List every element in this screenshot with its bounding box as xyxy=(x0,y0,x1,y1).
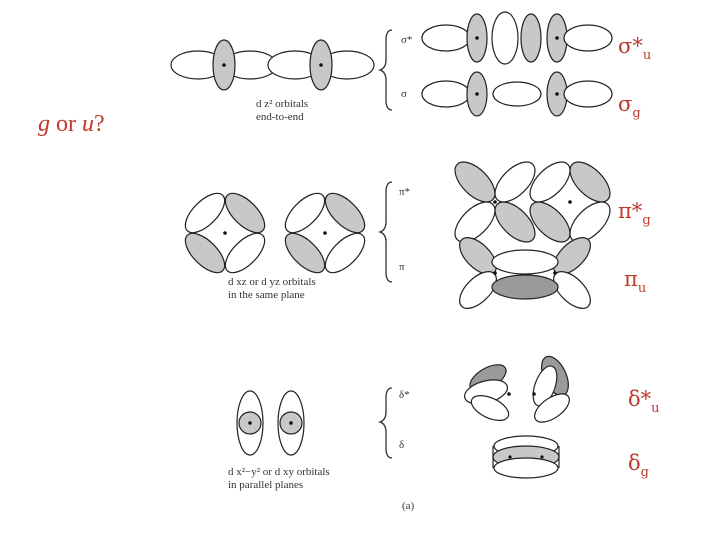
question-or: or xyxy=(50,111,82,137)
row2-caption-line2: in the same plane xyxy=(228,289,305,301)
row2-brace xyxy=(377,181,393,283)
row3-caption-line1: d x²−y² or d xy orbitals xyxy=(228,466,330,478)
sigma-star-u-label: σ*u xyxy=(618,34,651,63)
dxz-orbital-left xyxy=(184,192,266,274)
row1-antibonding-label: σ* xyxy=(401,34,412,46)
dz2-orbital-left xyxy=(170,39,278,91)
dxy-orbital-left xyxy=(236,390,264,456)
g-or-u-question: g or u? xyxy=(38,111,105,138)
delta-antibonding-orbital xyxy=(463,355,570,423)
row1-brace xyxy=(377,29,393,111)
pi-star-g-label: π*g xyxy=(618,199,651,228)
pi-bonding-orbital xyxy=(459,237,591,309)
delta-g-label: δg xyxy=(628,451,649,480)
row1-caption-line1: d z² orbitals xyxy=(256,98,308,110)
question-u: u xyxy=(82,111,94,137)
row3-antibonding-label: δ* xyxy=(399,389,410,401)
pi-antibonding-orbital xyxy=(454,161,611,243)
figure-label: (a) xyxy=(402,500,415,512)
sigma-g-label: σg xyxy=(618,92,641,121)
delta-star-u-label: δ*u xyxy=(628,387,660,416)
sigma-antibonding-orbital xyxy=(421,11,613,65)
question-mark: ? xyxy=(94,111,105,137)
dxz-orbital-right xyxy=(284,192,366,274)
row3-caption-line2: in parallel planes xyxy=(228,479,303,491)
delta-bonding-orbital xyxy=(492,435,560,479)
row1-caption-line2: end-to-end xyxy=(256,111,304,123)
row2-antibonding-label: π* xyxy=(399,186,410,198)
row2-caption-line1: d xz or d yz orbitals xyxy=(228,276,316,288)
row1-bonding-label: σ xyxy=(401,88,407,100)
row2-bonding-label: π xyxy=(399,261,405,273)
dxy-orbital-right xyxy=(277,390,305,456)
question-g: g xyxy=(38,111,50,137)
row3-brace xyxy=(377,387,393,459)
pi-u-label: πu xyxy=(624,267,646,296)
row3-bonding-label: δ xyxy=(399,439,404,451)
sigma-bonding-orbital xyxy=(421,71,613,117)
dz2-orbital-right xyxy=(267,39,375,91)
